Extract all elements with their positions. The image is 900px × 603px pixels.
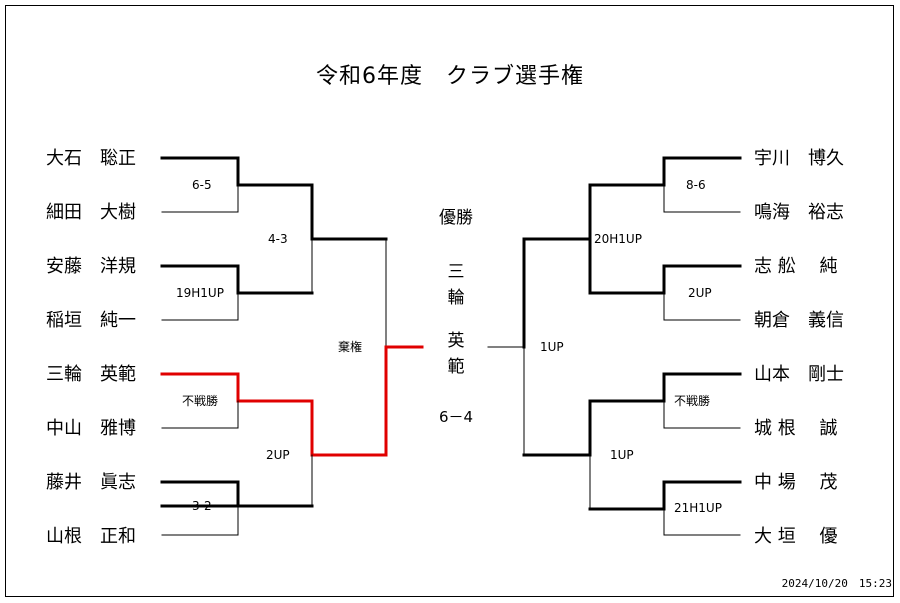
right-r1-match4-winner (588, 480, 742, 511)
right-r1-score-2: 2UP (688, 286, 712, 300)
right-r1-match1-winner (588, 156, 742, 187)
left-r1-match1-winner (160, 156, 314, 187)
champion-char-1: 三 (447, 262, 465, 282)
left-player-1: 大石 聡正 (46, 148, 136, 169)
left-player-5: 三輪 英範 (46, 364, 136, 385)
left-r2-bottom-winner (310, 399, 388, 457)
right-semi-score: 1UP (540, 340, 564, 354)
left-r1-match4-lower (161, 505, 239, 536)
left-r1-score-2: 19H1UP (176, 286, 224, 300)
page-title: 令和6年度 クラブ選手権 (316, 64, 584, 89)
left-r1-match1-loser (161, 184, 239, 213)
champion-char-3: 英 (447, 331, 465, 351)
timestamp: 2024/10/20 15:23 (781, 577, 892, 590)
right-semi-loser (487, 346, 525, 456)
champion-label: 優勝 (439, 208, 473, 228)
left-r2-score-1: 4-3 (268, 232, 288, 246)
left-r2-top-winner (310, 183, 388, 241)
left-semi-score: 棄権 (338, 340, 363, 354)
left-r1-match3-loser (161, 400, 239, 429)
champion-char-4: 範 (447, 357, 465, 377)
right-player-8: 大 垣 優 (754, 526, 838, 547)
left-player-6: 中山 雅博 (46, 418, 136, 439)
right-r2-score-2: 1UP (610, 448, 634, 462)
right-r1-score-1: 8-6 (686, 178, 706, 192)
right-r1-match3-winner (588, 372, 742, 403)
right-player-4: 朝倉 義信 (754, 310, 844, 331)
left-r1-match2-winner (160, 264, 314, 295)
left-player-8: 山根 正和 (46, 526, 136, 547)
bracket-frame (5, 5, 894, 597)
right-player-7: 中 場 茂 (754, 472, 838, 493)
right-r1-score-3: 不戦勝 (674, 394, 711, 408)
right-player-6: 城 根 誠 (754, 418, 838, 439)
left-r1-score-4: 3-2 (192, 499, 212, 513)
right-player-2: 鳴海 裕志 (754, 202, 844, 223)
right-r1-match4-loser (663, 508, 741, 536)
right-player-1: 宇川 博久 (754, 148, 844, 169)
right-r1-score-4: 21H1UP (674, 501, 722, 515)
right-player-3: 志 舩 純 (754, 256, 838, 277)
left-semi-winner (384, 345, 424, 457)
left-player-3: 安藤 洋規 (46, 256, 136, 277)
right-r1-match3-loser (663, 400, 741, 429)
champion-char-2: 輪 (447, 288, 465, 308)
right-r2-score-1: 20H1UP (594, 232, 642, 246)
right-r1-match2-winner (588, 264, 742, 295)
left-r1-score-1: 6-5 (192, 178, 212, 192)
final-score: 6－4 (438, 408, 474, 426)
left-r1-score-3: 不戦勝 (182, 394, 219, 408)
left-player-4: 稲垣 純一 (46, 310, 136, 331)
left-player-2: 細田 大樹 (46, 202, 136, 223)
right-r1-match1-loser (663, 184, 741, 213)
left-r2-score-2: 2UP (266, 448, 290, 462)
right-r1-match2-loser (663, 292, 741, 321)
right-player-5: 山本 剛士 (754, 364, 844, 385)
left-r1-match3-winner (160, 372, 314, 403)
left-r1-match2-loser (161, 292, 239, 321)
left-player-7: 藤井 眞志 (46, 472, 136, 493)
right-r2-bottom-winner (522, 399, 592, 457)
